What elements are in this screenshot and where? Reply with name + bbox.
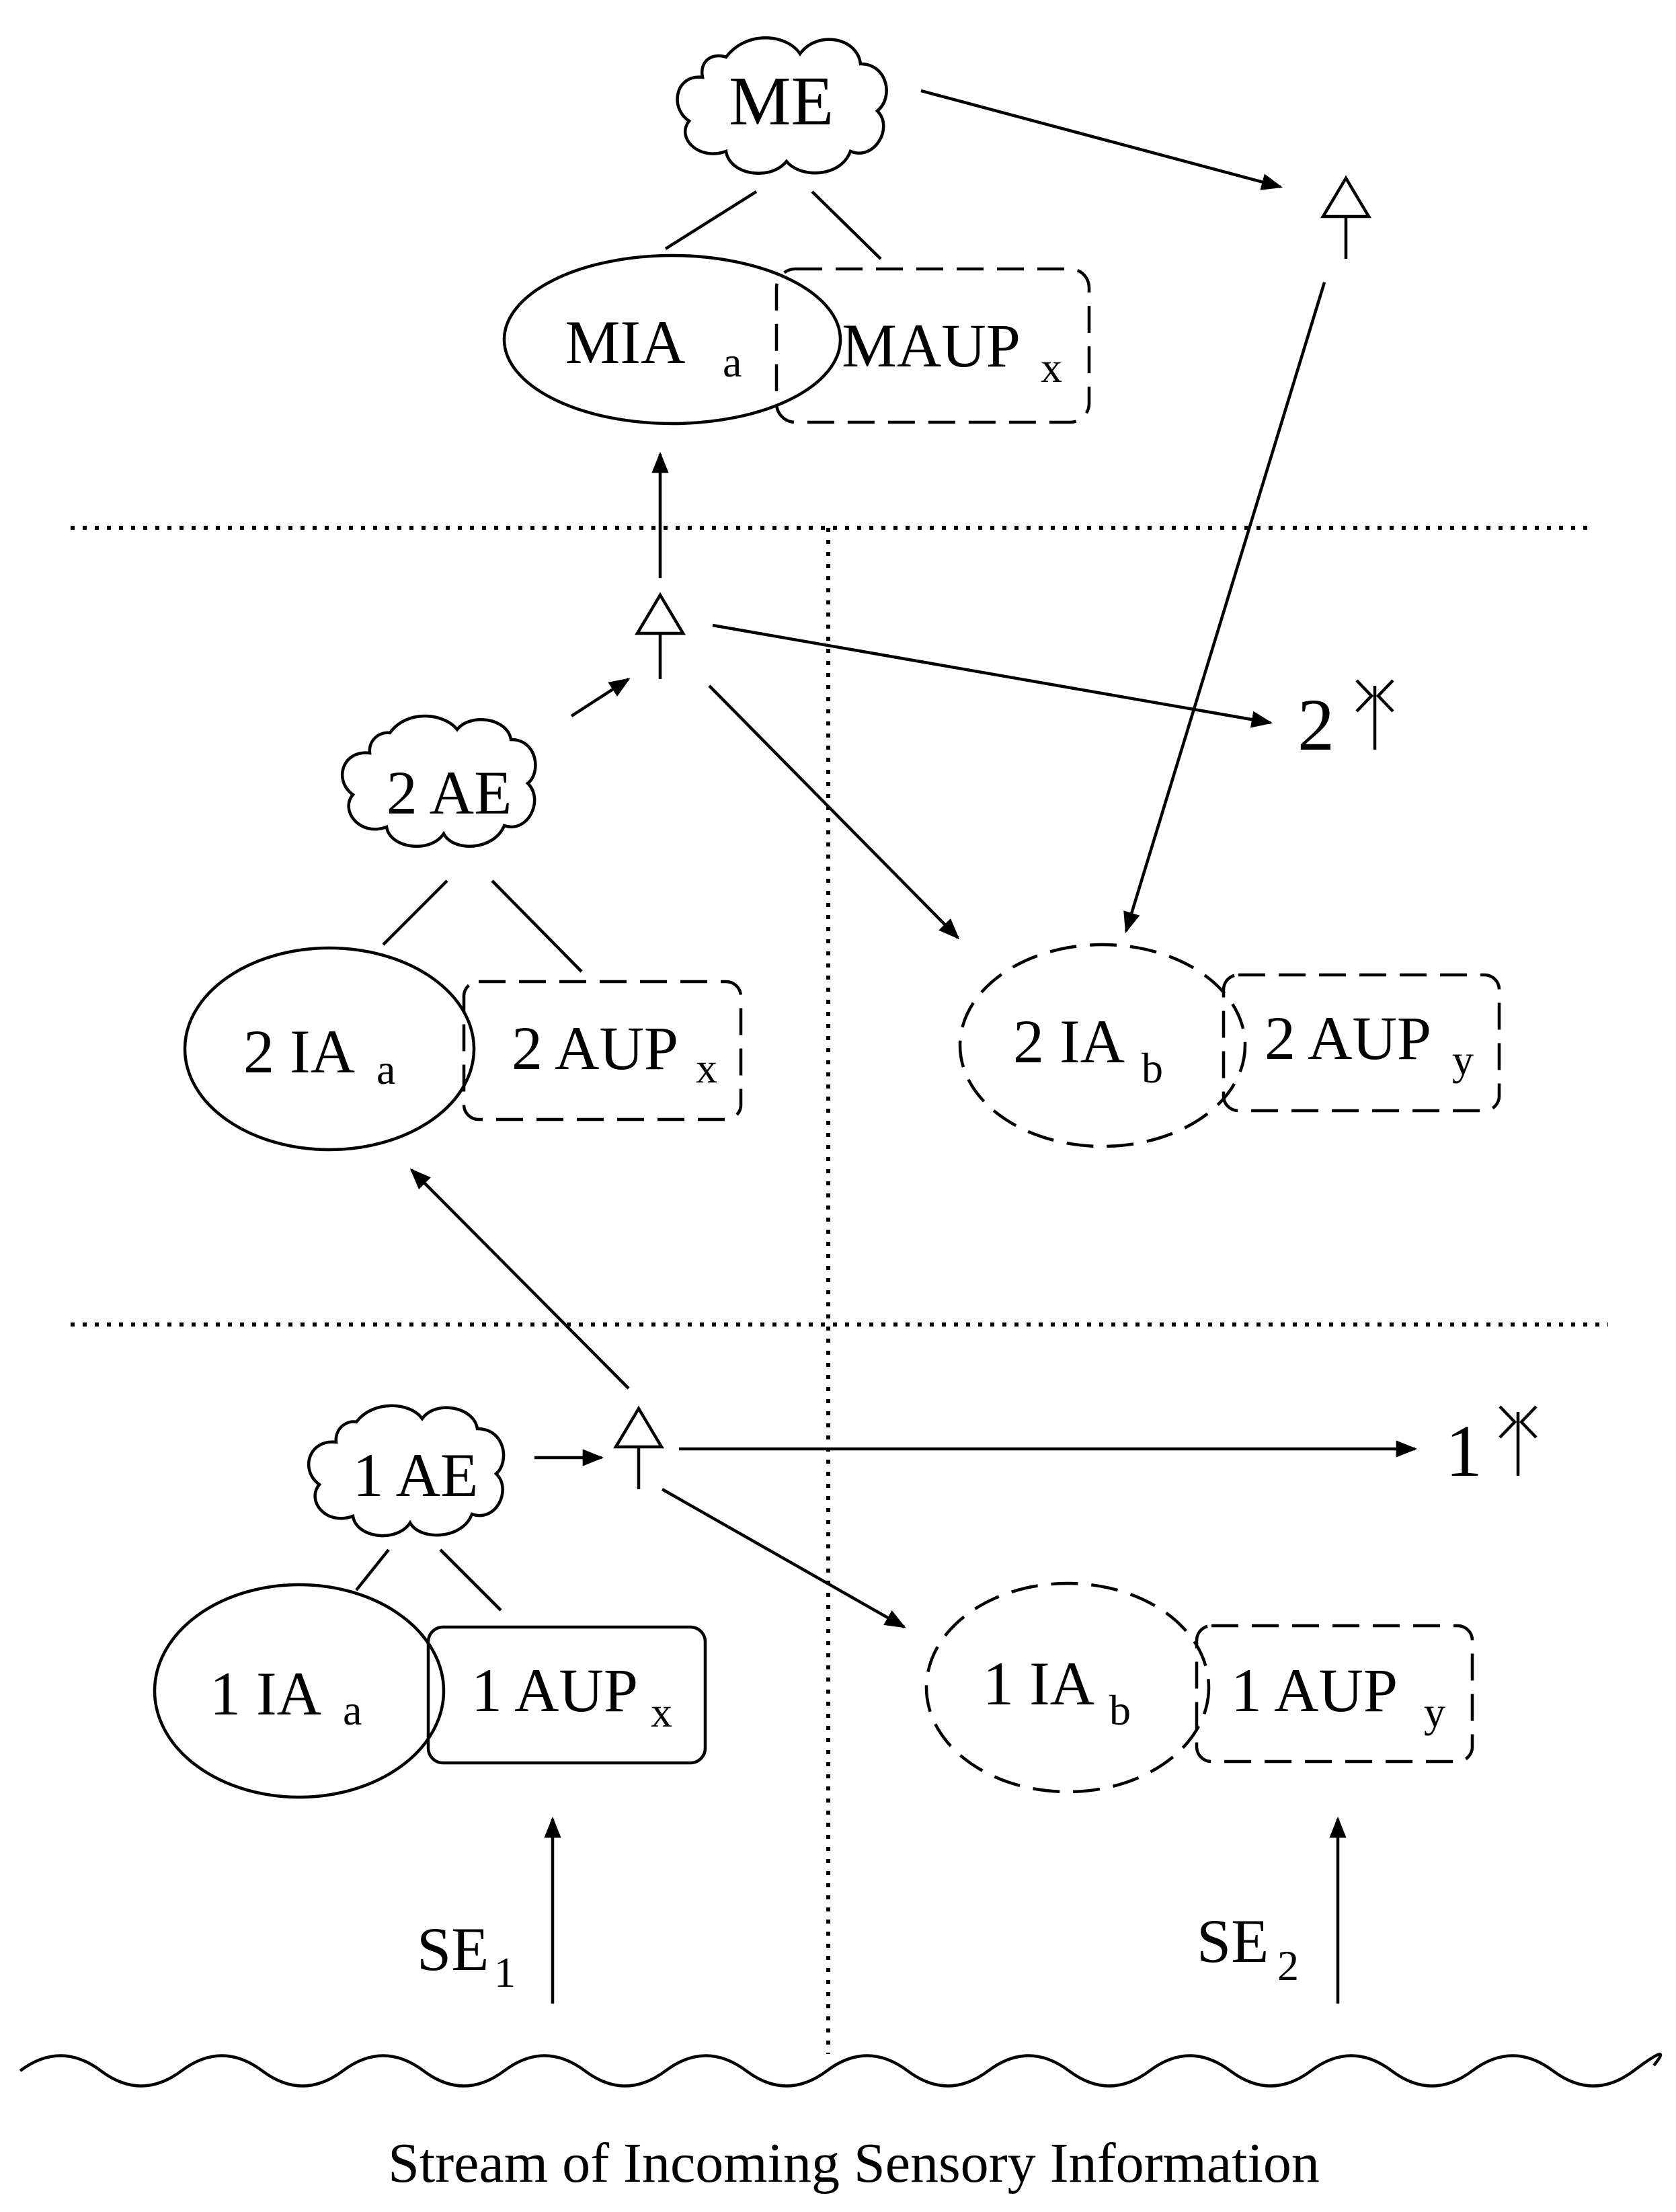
sensory-stream-wave [19,2053,1663,2088]
link-1ae-1iaa [355,1548,390,1591]
1iab-subscript: b [1109,1686,1131,1734]
level1-upward-symbol [613,1405,664,1489]
arrow-2ae-to-level2 [570,678,631,717]
se1-label: SE 1 [417,1915,516,1996]
2ae-label: 2 AE [387,758,512,827]
1iab-label: 1 IA [983,1649,1094,1718]
2ae-cloud: 2 AE [341,714,537,848]
1ae-label: 1 AE [353,1441,479,1509]
1iab-ellipse: 1 IA b [924,1581,1211,1794]
link-me-maup [811,190,882,260]
output-2: 2 [1298,679,1394,766]
output-1-label: 1 [1445,1410,1482,1492]
1iaa-label: 1 IA [210,1659,321,1728]
link-me-mia [664,190,758,250]
se2-label: SE 2 [1197,1907,1299,1989]
output-2-label: 2 [1298,684,1334,766]
2aupx-label: 2 AUP [512,1014,678,1082]
arrow-level2-to-output2 [712,623,1273,728]
1aupx-box: 1 AUP x [426,1625,707,1765]
antenna-icon [1355,679,1394,750]
mia-label: MIA [565,308,686,377]
se1-main: SE [417,1915,489,1983]
output-1: 1 [1445,1405,1538,1492]
2iab-label: 2 IA [1013,1007,1125,1076]
top-output-arrow-symbol [1320,175,1371,259]
2iaa-subscript: a [376,1045,395,1093]
arrow-me-to-output [920,89,1283,190]
2iaa-label: 2 IA [243,1017,355,1086]
1aupy-label: 1 AUP [1231,1656,1398,1725]
se1-subscript: 1 [494,1948,516,1996]
1aupy-subscript: y [1424,1688,1445,1736]
2aupy-subscript: y [1452,1036,1474,1084]
me-cloud: ME [676,36,888,175]
2iaa-ellipse: 2 IA a [183,946,476,1152]
mia-subscript: a [723,338,742,386]
arrow-level2-to-2iab [708,684,960,940]
arrow-top-output-to-2iab [1123,282,1326,934]
se2-main: SE [1197,1907,1269,1975]
link-2ae-2aupx [491,879,583,973]
2iab-ellipse: 2 IA b [958,943,1247,1148]
2aupx-box: 2 AUP x [462,980,743,1121]
2aupy-label: 2 AUP [1265,1004,1431,1072]
2aupy-box: 2 AUP y [1222,973,1501,1113]
1aupx-label: 1 AUP [471,1656,638,1725]
1iaa-subscript: a [343,1686,362,1734]
antenna-icon [1499,1405,1538,1476]
se2-subscript: 2 [1277,1942,1299,1989]
link-1ae-1aupx [439,1548,502,1612]
maup-subscript: x [1041,344,1062,391]
2aupx-subscript: x [696,1044,717,1092]
me-cloud-label: ME [729,63,834,140]
mia-ellipse: MIA a [502,253,842,426]
link-2ae-2iaa [382,879,448,946]
1aupy-box: 1 AUP y [1195,1624,1474,1764]
maup-label: MAUP [842,311,1021,380]
stream-label: Stream of Incoming Sensory Information [388,2132,1320,2195]
arrow-level1-to-1iab [661,1488,906,1628]
arrow-level1-to-2iaa [409,1168,630,1390]
1ae-cloud: 1 AE [307,1404,506,1538]
maup-box: MAUP x [774,267,1091,424]
1iaa-ellipse: 1 IA a [153,1583,446,1799]
2iab-subscript: b [1142,1044,1163,1092]
1aupx-subscript: x [651,1688,672,1736]
level2-upward-symbol [635,592,686,679]
